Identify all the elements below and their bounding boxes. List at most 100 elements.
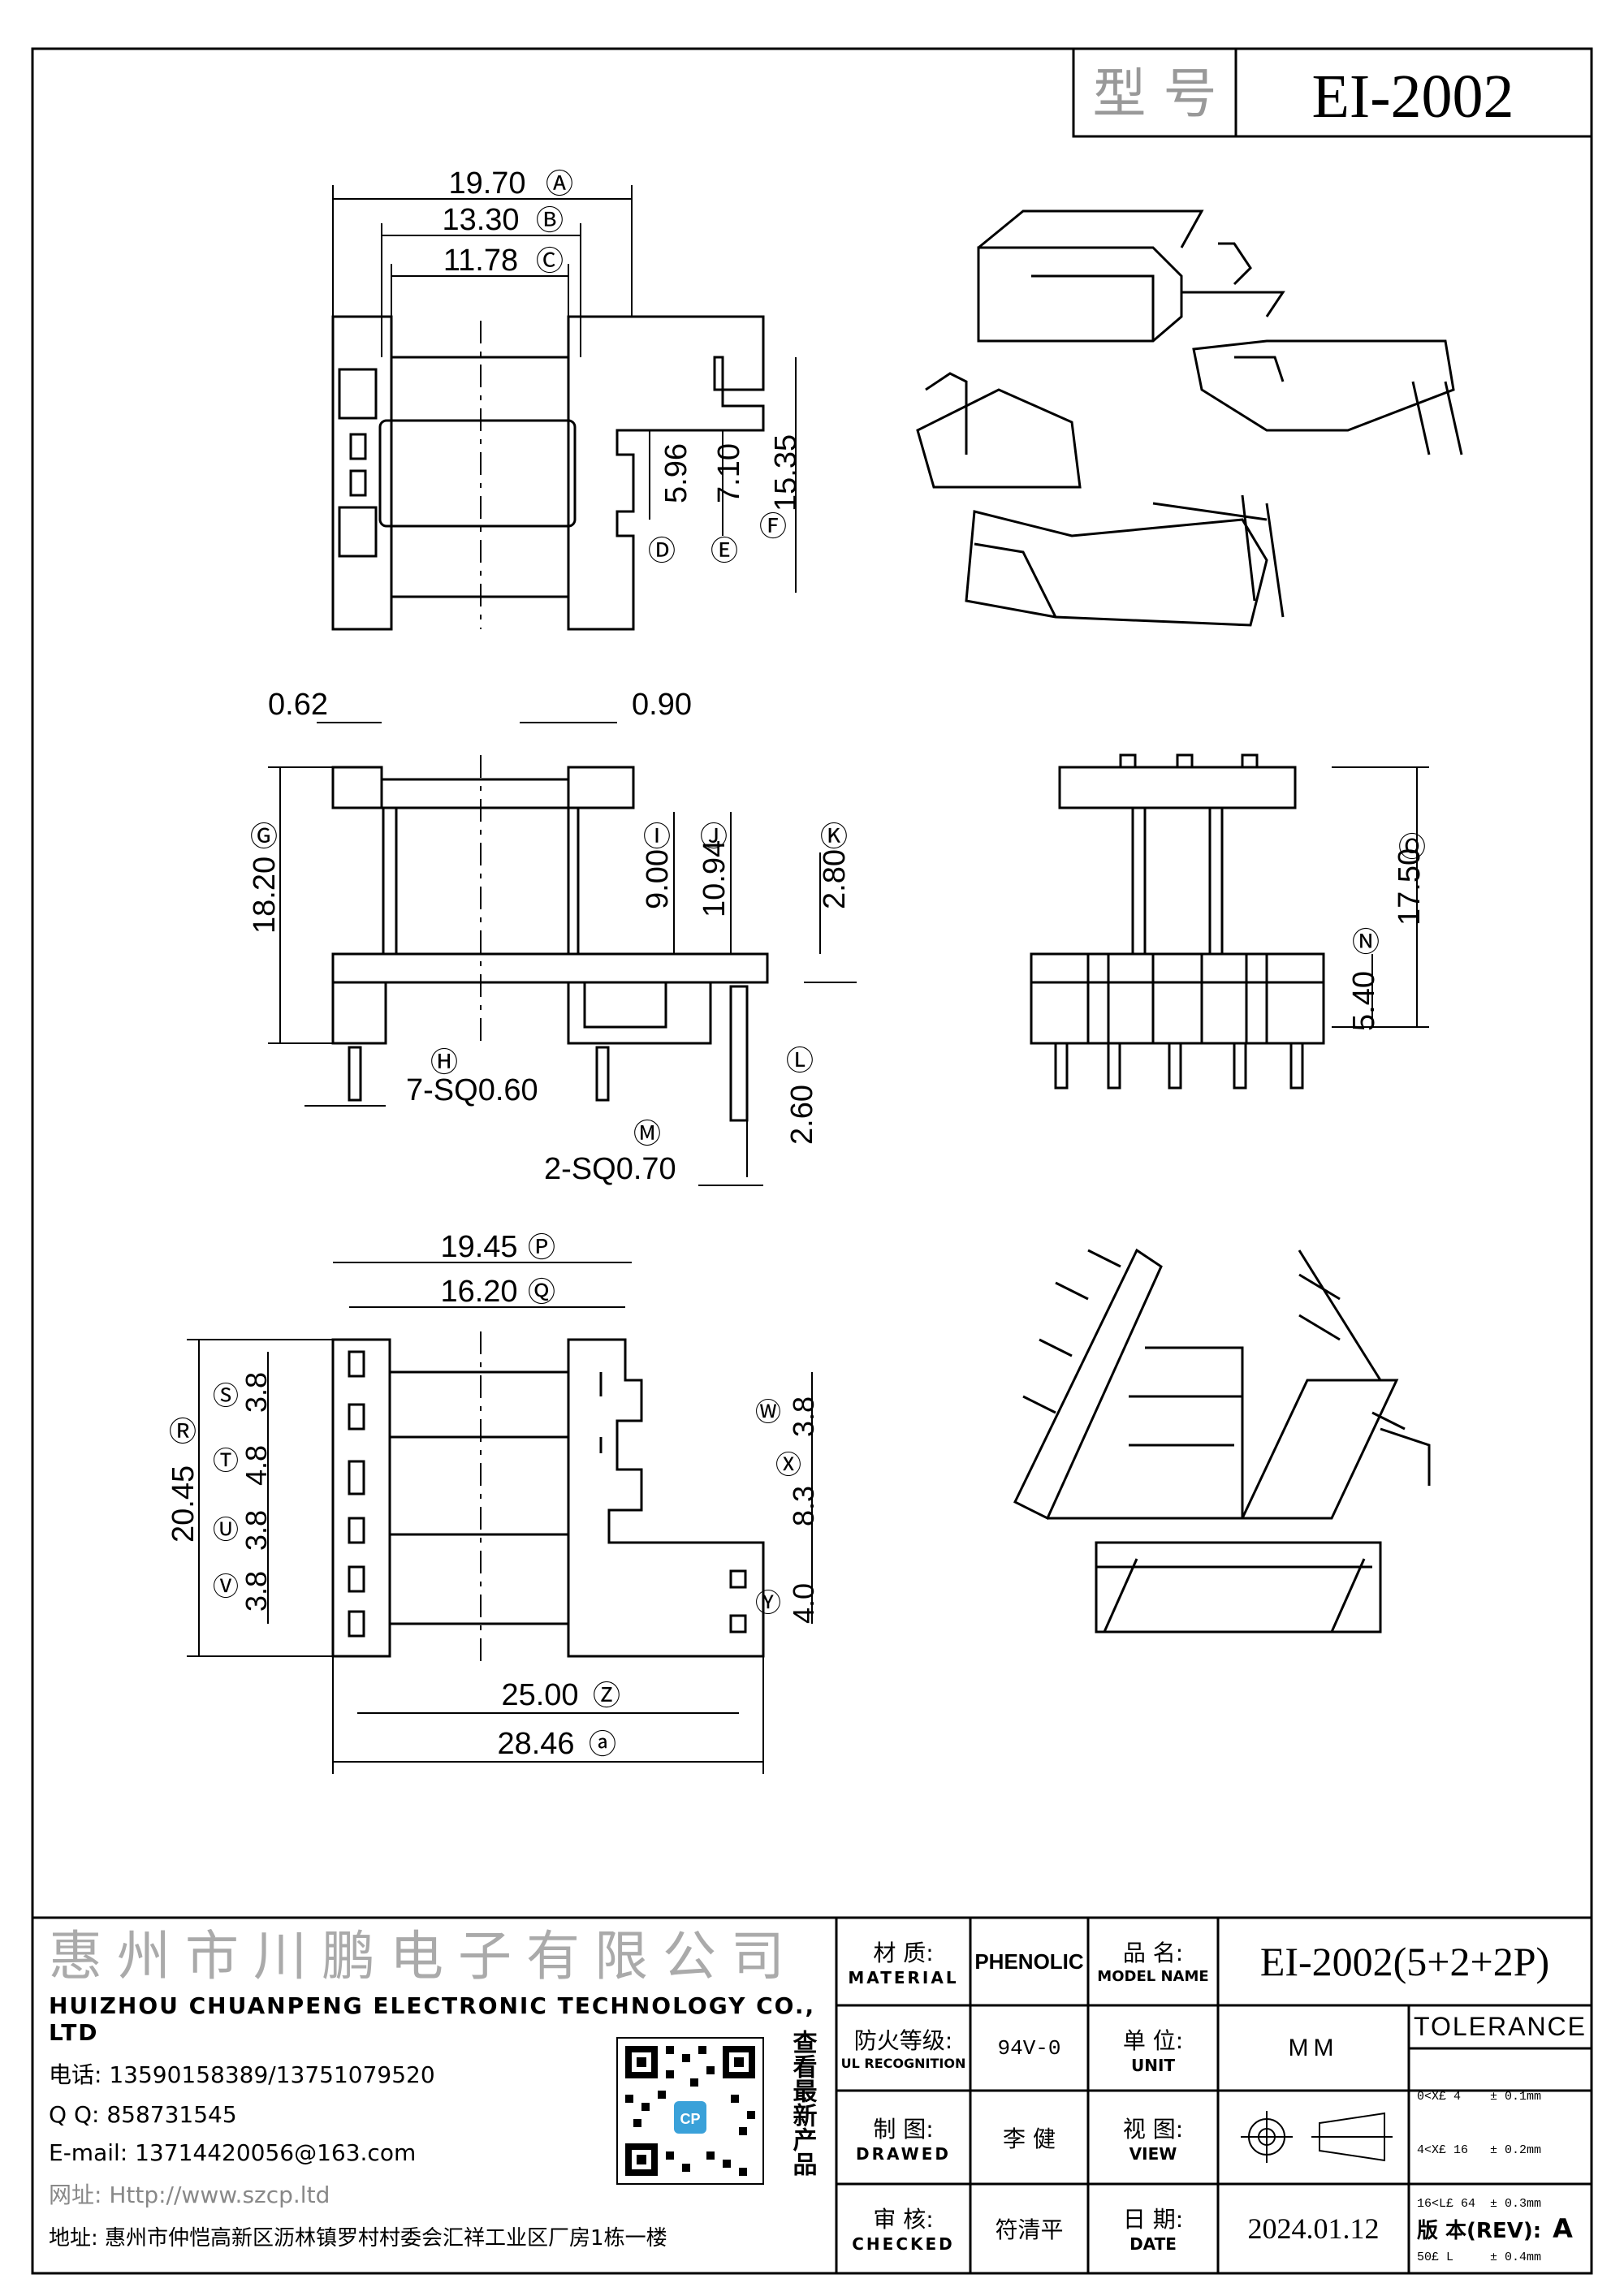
cell-material-label: 材 质: MATERIAL: [836, 1918, 970, 2005]
dim-i: 9.00: [641, 849, 675, 909]
qr-caption: 查看最新产品: [788, 2030, 818, 2176]
dim-k-tag: Ⓚ: [820, 822, 848, 852]
tolerance-label: TOLERANCE: [1413, 2012, 1587, 2041]
dim-h: 7-SQ0.60: [406, 1073, 538, 1107]
dim-t: 4.8: [240, 1445, 273, 1486]
dim-q-tag: Ⓠ: [528, 1277, 555, 1308]
dim-g-tag: Ⓖ: [250, 822, 278, 852]
cell-fire-label: 防火等级: UL RECOGNITION: [836, 2005, 970, 2091]
date-cn: 日 期:: [1122, 2206, 1184, 2233]
drawn-en: DRAWED: [856, 2144, 951, 2164]
tolerance-row: 4<X£ 16 ± 0.2mm: [1417, 2143, 1542, 2157]
dim-p: 19.45: [440, 1230, 517, 1264]
dim-a: 19.70: [448, 166, 525, 201]
checked-cn: 审 核:: [873, 2206, 934, 2233]
rev-value: A: [1553, 2213, 1573, 2244]
view-cn: 视 图:: [1122, 2116, 1184, 2143]
rev-label: 版 本(REV):: [1417, 2218, 1542, 2243]
checked-value: 符清平: [995, 2216, 1064, 2243]
unit-cn: 单 位:: [1122, 2027, 1184, 2054]
projection-symbol-icon: [1241, 2111, 1393, 2163]
tolerance-table: 0<X£ 4 ± 0.1mm 4<X£ 16 ± 0.2mm 16<L£ 64 …: [1417, 2052, 1587, 2285]
material-value: PHENOLIC: [974, 1949, 1084, 1974]
date-en: DATE: [1129, 2234, 1177, 2254]
qr-code: [616, 2037, 764, 2185]
side-view: [1030, 753, 1429, 1090]
dim-c: 11.78: [443, 244, 518, 278]
dim-aa: 28.46: [497, 1727, 574, 1761]
dim-l-tag: Ⓛ: [786, 1046, 814, 1077]
dim-b-tag: Ⓑ: [536, 205, 564, 236]
dim-z-tag: Ⓩ: [593, 1681, 620, 1711]
header-type-value: EI-2002: [1311, 63, 1514, 131]
model-cn: 品 名:: [1122, 1940, 1184, 1966]
tolerance-row: 50£ L ± 0.4mm: [1417, 2251, 1542, 2264]
dim-v-tag: Ⓥ: [213, 1572, 239, 1601]
header-box: 型 号 EI-2002: [1072, 47, 1593, 138]
dim-aa-tag: ⓐ: [589, 1729, 616, 1760]
cell-drawn-label: 制 图: DRAWED: [836, 2091, 970, 2184]
sheet-border: [31, 47, 1593, 2275]
isometric-view-bottom: [1013, 1248, 1431, 1634]
dim-c-tag: Ⓒ: [536, 246, 564, 277]
dim-x: 8.3: [787, 1486, 820, 1526]
cell-view-label: 视 图: VIEW: [1088, 2091, 1218, 2184]
dim-w-tag: Ⓦ: [755, 1397, 781, 1426]
top-view: [331, 185, 797, 631]
company-name-en: HUIZHOU CHUANPENG ELECTRONIC TECHNOLOGY …: [49, 1992, 816, 2046]
company-qq: Q Q: 858731545: [49, 2101, 237, 2128]
bottom-view: [187, 1262, 813, 1774]
dim-n: 5.40: [1347, 971, 1381, 1031]
dim-e: 7.10: [712, 443, 746, 503]
dim-k: 2.80: [818, 849, 852, 909]
view-en: VIEW: [1129, 2144, 1177, 2164]
fire-cn: 防火等级:: [853, 2027, 953, 2054]
dim-r-tag: Ⓡ: [169, 1417, 197, 1448]
dim-j-tag: Ⓙ: [700, 822, 728, 852]
company-name-cn: 惠州市川鹏电子有限公司: [49, 1925, 799, 1987]
dim-o-tag: Ⓞ: [1398, 832, 1426, 863]
company-phone: 电话: 13590158389/13751079520: [49, 2061, 435, 2088]
dim-x-tag: Ⓧ: [775, 1450, 801, 1479]
fire-en: UL RECOGNITION: [840, 2056, 966, 2071]
company-info: 惠州市川鹏电子有限公司 HUIZHOU CHUANPENG ELECTRONIC…: [49, 1924, 820, 2251]
dim-s: 3.8: [240, 1372, 273, 1413]
dim-q: 16.20: [440, 1275, 517, 1309]
material-cn: 材 质:: [873, 1940, 934, 1966]
drawn-value: 李 健: [1003, 2125, 1056, 2152]
cell-checked-label: 审 核: CHECKED: [836, 2184, 970, 2273]
tolerance-row: 16<L£ 64 ± 0.3mm: [1417, 2197, 1542, 2211]
cell-unit-label: 单 位: UNIT: [1088, 2005, 1218, 2091]
dim-b: 13.30: [442, 203, 519, 237]
dim-g: 18.20: [248, 857, 282, 934]
tolerance-row: 0<X£ 4 ± 0.1mm: [1417, 2090, 1542, 2104]
dim-r: 20.45: [166, 1465, 201, 1543]
dim-j: 10.94: [698, 840, 732, 917]
dim-o: 17.50: [1393, 848, 1427, 926]
dim-m: 2-SQ0.70: [544, 1152, 676, 1186]
dim-p-tag: Ⓟ: [528, 1232, 555, 1263]
header-type-label: 型 号: [1093, 63, 1217, 125]
checked-en: CHECKED: [852, 2234, 955, 2254]
title-block: [32, 1916, 1592, 2273]
dim-t-tag: Ⓣ: [213, 1446, 239, 1475]
dim-e-tag: Ⓔ: [710, 536, 738, 567]
dim-f-tag: Ⓕ: [759, 511, 787, 542]
dim-m-tag: Ⓜ: [633, 1119, 661, 1150]
dim-v: 3.8: [240, 1571, 273, 1612]
dim-y-tag: Ⓨ: [755, 1588, 781, 1617]
unit-en: UNIT: [1130, 2056, 1176, 2075]
dim-offset-right: 0.90: [632, 688, 692, 722]
dim-d: 5.96: [659, 443, 693, 503]
date-value: 2024.01.12: [1247, 2212, 1380, 2245]
unit-value: MM: [1288, 2034, 1339, 2061]
isometric-view-top: [916, 209, 1463, 627]
company-address: 地址: 惠州市仲恺高新区沥林镇罗村村委会汇祥工业区厂房1栋一楼: [49, 2226, 667, 2251]
dim-i-tag: Ⓘ: [643, 822, 671, 852]
fire-value: 94V-0: [997, 2035, 1061, 2061]
company-email: E-mail: 13714420056@163.com: [49, 2139, 417, 2166]
dim-a-tag: Ⓐ: [546, 169, 573, 200]
dim-u-tag: Ⓤ: [213, 1515, 239, 1544]
